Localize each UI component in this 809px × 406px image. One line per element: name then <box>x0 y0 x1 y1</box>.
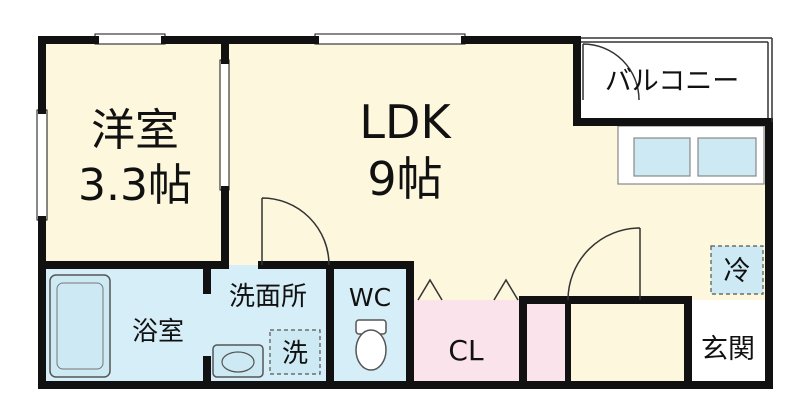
western-room-size: 3.3帖 <box>78 160 192 211</box>
walls <box>38 36 773 389</box>
closet-floor <box>410 300 523 385</box>
kitchen-stove <box>697 137 757 177</box>
window-between-rooms <box>219 59 230 191</box>
entrance-floor <box>523 300 565 385</box>
fridge-label: 冷 <box>724 256 751 287</box>
washer-space <box>269 329 321 375</box>
entrance-label: 玄関 <box>701 334 755 365</box>
door-ldk-hall <box>261 197 330 266</box>
washroom-label: 洗面所 <box>229 282 307 312</box>
balcony-area <box>577 40 769 122</box>
door-balcony <box>582 43 640 101</box>
washbasin <box>212 344 264 378</box>
ldk-floor <box>225 40 577 265</box>
wall-block <box>565 300 571 385</box>
wc-label: WC <box>349 283 391 312</box>
balcony-label: バルコニー <box>605 66 739 97</box>
washbasin-bowl <box>221 351 255 373</box>
bath-label: 浴室 <box>132 317 184 347</box>
door-closet-left <box>417 278 443 301</box>
doors <box>261 43 641 301</box>
window-north-ldk <box>314 33 466 45</box>
fridge-space <box>710 245 764 295</box>
ldk-size: 9帖 <box>367 152 442 206</box>
bathtub <box>49 274 111 378</box>
toilet-bowl <box>355 329 387 371</box>
balcony-railing <box>581 37 773 122</box>
door-closet-right <box>493 278 519 301</box>
ldk-name: LDK <box>359 95 452 149</box>
entrance-area <box>688 300 769 385</box>
window-north-western <box>94 33 166 45</box>
window-west-western <box>36 109 48 221</box>
washer-label: 洗 <box>282 339 308 369</box>
western-room-floor <box>42 40 225 265</box>
entrance-step <box>565 300 685 385</box>
kitchen-sink <box>633 137 691 177</box>
closet-label: CL <box>448 334 484 367</box>
western-room-name: 洋室 <box>91 105 179 156</box>
door-entrance <box>567 227 641 301</box>
bathtub-inner <box>56 282 104 370</box>
hall-floor <box>410 265 577 300</box>
